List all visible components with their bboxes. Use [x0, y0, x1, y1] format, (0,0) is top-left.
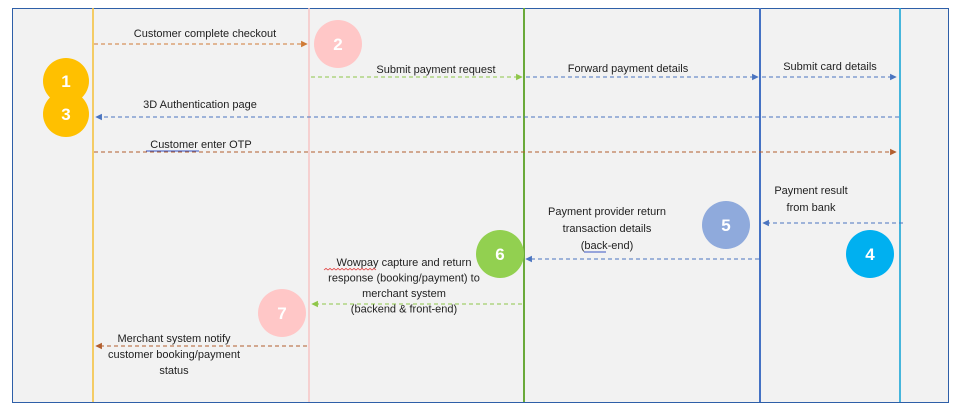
- step-3-circle: [43, 91, 89, 137]
- label-line: customer booking/payment: [108, 349, 240, 361]
- step-5-circle: [702, 201, 750, 249]
- step-7-circle: [258, 289, 306, 337]
- label-line: Merchant system notify: [117, 333, 231, 345]
- step-2-circle: [314, 20, 362, 68]
- label-submit-payment-request: Submit payment request: [376, 64, 495, 76]
- label-line: Submit card details: [783, 61, 877, 73]
- label-line: from bank: [787, 202, 836, 214]
- label-line: 3D Authentication page: [143, 99, 257, 111]
- label-line: (backend & front-end): [351, 304, 457, 316]
- diagram-frame: [12, 8, 949, 403]
- label-line: Forward payment details: [568, 63, 689, 75]
- label-line: status: [159, 365, 189, 377]
- step-4-number: 4: [865, 245, 875, 264]
- label-payment-result-from-bank: Payment result from bank: [774, 185, 847, 214]
- label-merchant-notify: Merchant system notify customer booking/p…: [108, 333, 240, 377]
- step-1-number: 1: [61, 72, 70, 91]
- label-line: Payment result: [774, 185, 847, 197]
- label-line: merchant system: [362, 288, 446, 300]
- label-line: Customer complete checkout: [134, 28, 276, 40]
- label-forward-payment-details: Forward payment details: [568, 63, 689, 75]
- label-line: (back-end): [581, 240, 634, 252]
- step-6-circle: [476, 230, 524, 278]
- step-6-number: 6: [495, 245, 504, 264]
- label-line: transaction details: [563, 223, 652, 235]
- step-1-circle: [43, 58, 89, 104]
- label-line: Payment provider return: [548, 206, 666, 218]
- step-5-number: 5: [721, 216, 730, 235]
- label-line: response (booking/payment) to: [328, 273, 480, 285]
- step-3-number: 3: [61, 105, 70, 124]
- step-2-number: 2: [333, 35, 342, 54]
- label-customer-enter-otp: Customer enter OTP: [150, 139, 251, 151]
- label-payment-provider-return: Payment provider return transaction detai…: [548, 206, 666, 252]
- label-line: Wowpay capture and return: [337, 257, 472, 269]
- step-4-circle: [846, 230, 894, 278]
- step-7-number: 7: [277, 304, 286, 323]
- label-line: Customer enter OTP: [150, 139, 251, 151]
- label-3d-authentication-page: 3D Authentication page: [143, 99, 257, 111]
- label-customer-complete-checkout: Customer complete checkout: [134, 28, 276, 40]
- spellcheck-underline-wowpay: [323, 267, 377, 271]
- label-wowpay-capture: Wowpay capture and return response (booki…: [328, 257, 480, 316]
- label-submit-card-details: Submit card details: [783, 61, 877, 73]
- label-line: Submit payment request: [376, 64, 495, 76]
